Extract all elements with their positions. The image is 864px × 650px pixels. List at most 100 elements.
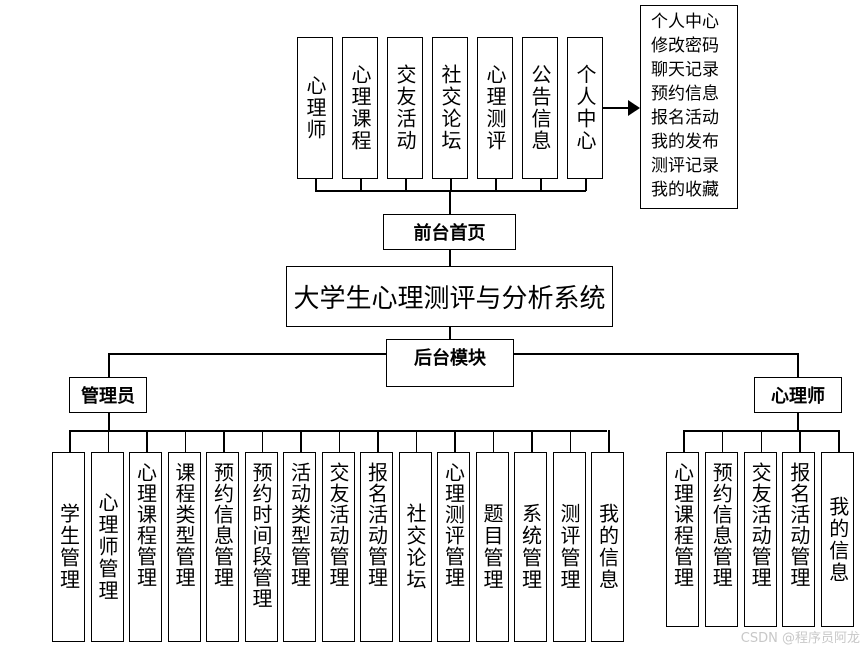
connector [450, 179, 452, 191]
connector [315, 179, 317, 191]
admin-node: 管理员 [69, 377, 147, 413]
top-node-label: 心理测评 [483, 64, 507, 152]
module-label: 题目管理 [480, 503, 504, 591]
connector [608, 430, 610, 452]
connector [495, 179, 497, 191]
connector [721, 430, 724, 452]
connector [540, 179, 542, 191]
connector [449, 327, 451, 339]
top-node-label: 交友活动 [393, 64, 417, 152]
connector [146, 430, 148, 452]
connector [223, 430, 225, 452]
top-node-forum: 社交论坛 [432, 37, 468, 179]
connector [683, 430, 685, 452]
connector [531, 430, 533, 452]
connector [603, 107, 629, 109]
list-item: 个人中心 [651, 12, 719, 32]
connector [338, 430, 340, 452]
module-label: 测评管理 [557, 503, 581, 591]
connector [69, 430, 607, 432]
module-label: 课程类型管理 [172, 462, 196, 588]
top-node-label: 心理课程 [348, 64, 372, 152]
connector [797, 353, 799, 377]
module-node: 题目管理 [475, 452, 509, 642]
top-node-label: 心理师 [303, 75, 327, 141]
list-item: 我的发布 [651, 132, 719, 152]
connector [300, 430, 302, 452]
connector [107, 430, 109, 452]
module-node: 预约信息管理 [704, 452, 738, 627]
backend-node: 后台模块 [386, 339, 514, 387]
top-node-social-activity: 交友活动 [387, 37, 423, 179]
top-node-label: 公告信息 [528, 64, 552, 152]
connector [261, 430, 263, 452]
connector [454, 430, 456, 452]
module-node: 测评管理 [552, 452, 586, 642]
module-label: 预约信息管理 [709, 462, 734, 588]
top-node-personal-center: 个人中心 [567, 37, 603, 179]
module-node: 交友活动管理 [321, 452, 355, 642]
system-title-node: 大学生心理测评与分析系统 [286, 266, 613, 327]
module-node: 我的信息 [821, 452, 855, 627]
connector [69, 430, 71, 452]
connector [405, 179, 407, 191]
connector [585, 179, 587, 191]
module-label: 系统管理 [518, 503, 543, 591]
connector [108, 353, 110, 377]
module-label: 心理课程管理 [133, 462, 158, 588]
connector [797, 413, 799, 430]
connector [514, 353, 798, 355]
module-node: 报名活动管理 [782, 452, 816, 627]
module-node: 心理师管理 [90, 452, 124, 642]
module-node: 系统管理 [514, 452, 547, 642]
module-node: 我的信息 [591, 452, 624, 642]
module-label: 学生管理 [56, 503, 81, 591]
module-node: 课程类型管理 [167, 452, 201, 642]
list-item: 报名活动 [651, 108, 719, 128]
connector [492, 430, 494, 452]
list-item: 测评记录 [651, 156, 719, 176]
module-label: 预约时间段管理 [249, 462, 273, 609]
module-node: 心理测评管理 [437, 452, 470, 642]
top-node-label: 社交论坛 [438, 64, 462, 152]
top-node-course: 心理课程 [342, 37, 378, 179]
connector [449, 190, 451, 214]
module-label: 预约信息管理 [210, 462, 235, 588]
list-item: 预约信息 [651, 84, 719, 104]
module-label: 心理师管理 [95, 492, 119, 602]
module-node: 报名活动管理 [360, 452, 393, 642]
module-label: 交友活动管理 [326, 462, 350, 588]
system-title: 大学生心理测评与分析系统 [293, 284, 606, 314]
front-home-label: 前台首页 [413, 223, 486, 244]
module-label: 社交论坛 [403, 503, 427, 591]
connector [377, 430, 379, 452]
module-node: 活动类型管理 [283, 452, 316, 642]
top-node-assessment: 心理测评 [477, 37, 513, 179]
connector [108, 413, 110, 430]
module-label: 报名活动管理 [364, 462, 389, 588]
top-node-counselor: 心理师 [297, 37, 333, 179]
connector [760, 430, 763, 452]
personal-center-list: 个人中心 修改密码 聊天记录 预约信息 报名活动 我的发布 测评记录 我的收藏 [640, 5, 738, 209]
module-node: 交友活动管理 [743, 452, 777, 627]
module-label: 报名活动管理 [786, 462, 811, 588]
connector [569, 430, 571, 452]
admin-label: 管理员 [81, 386, 135, 407]
module-node: 学生管理 [52, 452, 85, 642]
counselor-node: 心理师 [754, 377, 842, 413]
connector [838, 430, 840, 452]
connector [449, 250, 451, 266]
top-node-notice: 公告信息 [522, 37, 558, 179]
connector [415, 430, 417, 452]
list-item: 聊天记录 [651, 60, 719, 80]
module-node: 心理课程管理 [666, 452, 699, 627]
watermark: CSDN @程序员阿龙 [740, 631, 860, 646]
module-label: 心理课程管理 [670, 462, 695, 588]
backend-label: 后台模块 [414, 348, 486, 369]
connector [315, 190, 586, 192]
module-node: 预约时间段管理 [244, 452, 278, 642]
module-node: 心理课程管理 [129, 452, 162, 642]
counselor-label: 心理师 [771, 386, 825, 407]
module-label: 活动类型管理 [287, 462, 312, 588]
